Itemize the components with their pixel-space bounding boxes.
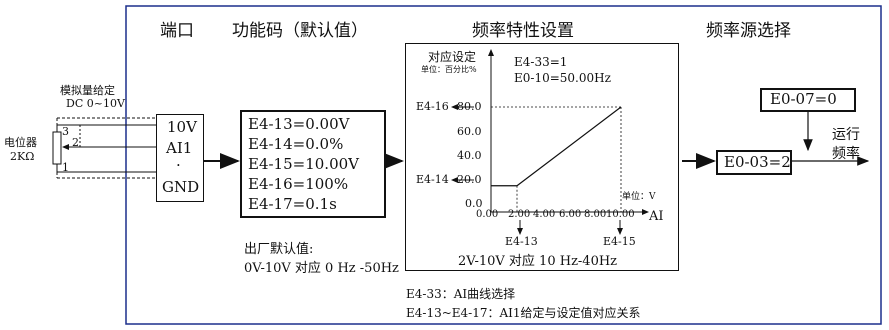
analog-label: 模拟量给定 bbox=[60, 84, 115, 97]
e0-03-value: E0-03=2 bbox=[724, 153, 791, 171]
factory-mapping: 0V-10V 对应 0 Hz -50Hz bbox=[244, 261, 399, 276]
e0-03-box: E0-03=2 bbox=[716, 150, 792, 175]
y-tick-20: 20.0 bbox=[457, 173, 482, 186]
e0-07-box: E0-07=0 bbox=[760, 88, 856, 112]
terminal-10v: 10V bbox=[167, 118, 197, 136]
outer-frame bbox=[125, 5, 882, 325]
x-axis-label: AI bbox=[649, 209, 664, 224]
terminal-dot: · bbox=[176, 156, 181, 174]
y-tick-60: 60.0 bbox=[457, 125, 482, 138]
pin-3: 3 bbox=[62, 125, 69, 138]
param-e4-16: E4-16=100% bbox=[248, 175, 349, 193]
y-param-e4-16: E4-16 bbox=[416, 100, 449, 113]
note-e4-13-17: E4-13~E4-17：AI1给定与设定值对应关系 bbox=[406, 306, 641, 320]
graph-param-e4-33: E4-33=1 bbox=[514, 55, 568, 69]
x-param-e4-15: E4-15 bbox=[603, 235, 636, 248]
y-tick-40: 40.0 bbox=[457, 149, 482, 162]
e0-07-value: E0-07=0 bbox=[770, 90, 837, 108]
header-port: 端口 bbox=[160, 21, 194, 41]
parameter-box: E4-13=0.00V E4-14=0.0% E4-15=10.00V E4-1… bbox=[240, 110, 386, 218]
pin-1: 1 bbox=[62, 161, 69, 174]
factory-label: 出厂默认值: bbox=[244, 242, 314, 257]
x-tick-10: 10.00 bbox=[606, 209, 635, 220]
graph-param-e0-10: E0-10=50.00Hz bbox=[514, 71, 611, 85]
note-e4-33: E4-33：AI曲线选择 bbox=[406, 287, 516, 301]
graph-ylabel: 对应设定 bbox=[428, 50, 477, 64]
param-e4-15: E4-15=10.00V bbox=[248, 155, 359, 173]
y-param-e4-14: E4-14 bbox=[416, 173, 449, 186]
curve-line bbox=[491, 106, 622, 187]
graph-caption: 2V-10V 对应 10 Hz-40Hz bbox=[458, 254, 618, 269]
y-tick-0: 0.0 bbox=[465, 197, 483, 210]
terminal-ai1: AI1 bbox=[166, 139, 193, 157]
x-tick-0: 0.00 bbox=[476, 209, 499, 220]
x-tick-6: 6.00 bbox=[559, 209, 582, 220]
x-tick-2: 2.00 bbox=[508, 209, 531, 220]
potentiometer-label: 电位器 bbox=[4, 136, 37, 149]
y-tick-80: 80.0 bbox=[457, 100, 482, 113]
param-e4-14: E4-14=0.0% bbox=[248, 135, 344, 153]
x-param-e4-13: E4-13 bbox=[505, 235, 538, 248]
terminal-gnd: GND bbox=[162, 178, 200, 196]
curve-graph bbox=[451, 49, 649, 235]
graph-yunit: 单位：百分比% bbox=[421, 65, 477, 74]
header-freq-setting: 频率特性设置 bbox=[472, 21, 574, 41]
output-label-2: 频率 bbox=[832, 146, 860, 162]
x-unit: 单位：V bbox=[622, 192, 656, 202]
analog-range: DC 0~10V bbox=[66, 97, 125, 110]
header-freq-source: 频率源选择 bbox=[706, 21, 791, 41]
output-label-1: 运行 bbox=[832, 127, 860, 143]
potentiometer-body bbox=[52, 131, 62, 165]
param-e4-17: E4-17=0.1s bbox=[248, 195, 337, 213]
x-tick-4: 4.00 bbox=[533, 209, 556, 220]
terminal-block: 10V AI1 · GND bbox=[156, 114, 204, 202]
header-function-code: 功能码（默认值） bbox=[232, 21, 368, 41]
x-tick-8: 8.00 bbox=[584, 209, 607, 220]
pin-2: 2 bbox=[72, 136, 79, 149]
resistance-label: 2KΩ bbox=[10, 150, 35, 163]
graph-frame bbox=[405, 43, 679, 271]
param-e4-13: E4-13=0.00V bbox=[248, 115, 350, 133]
